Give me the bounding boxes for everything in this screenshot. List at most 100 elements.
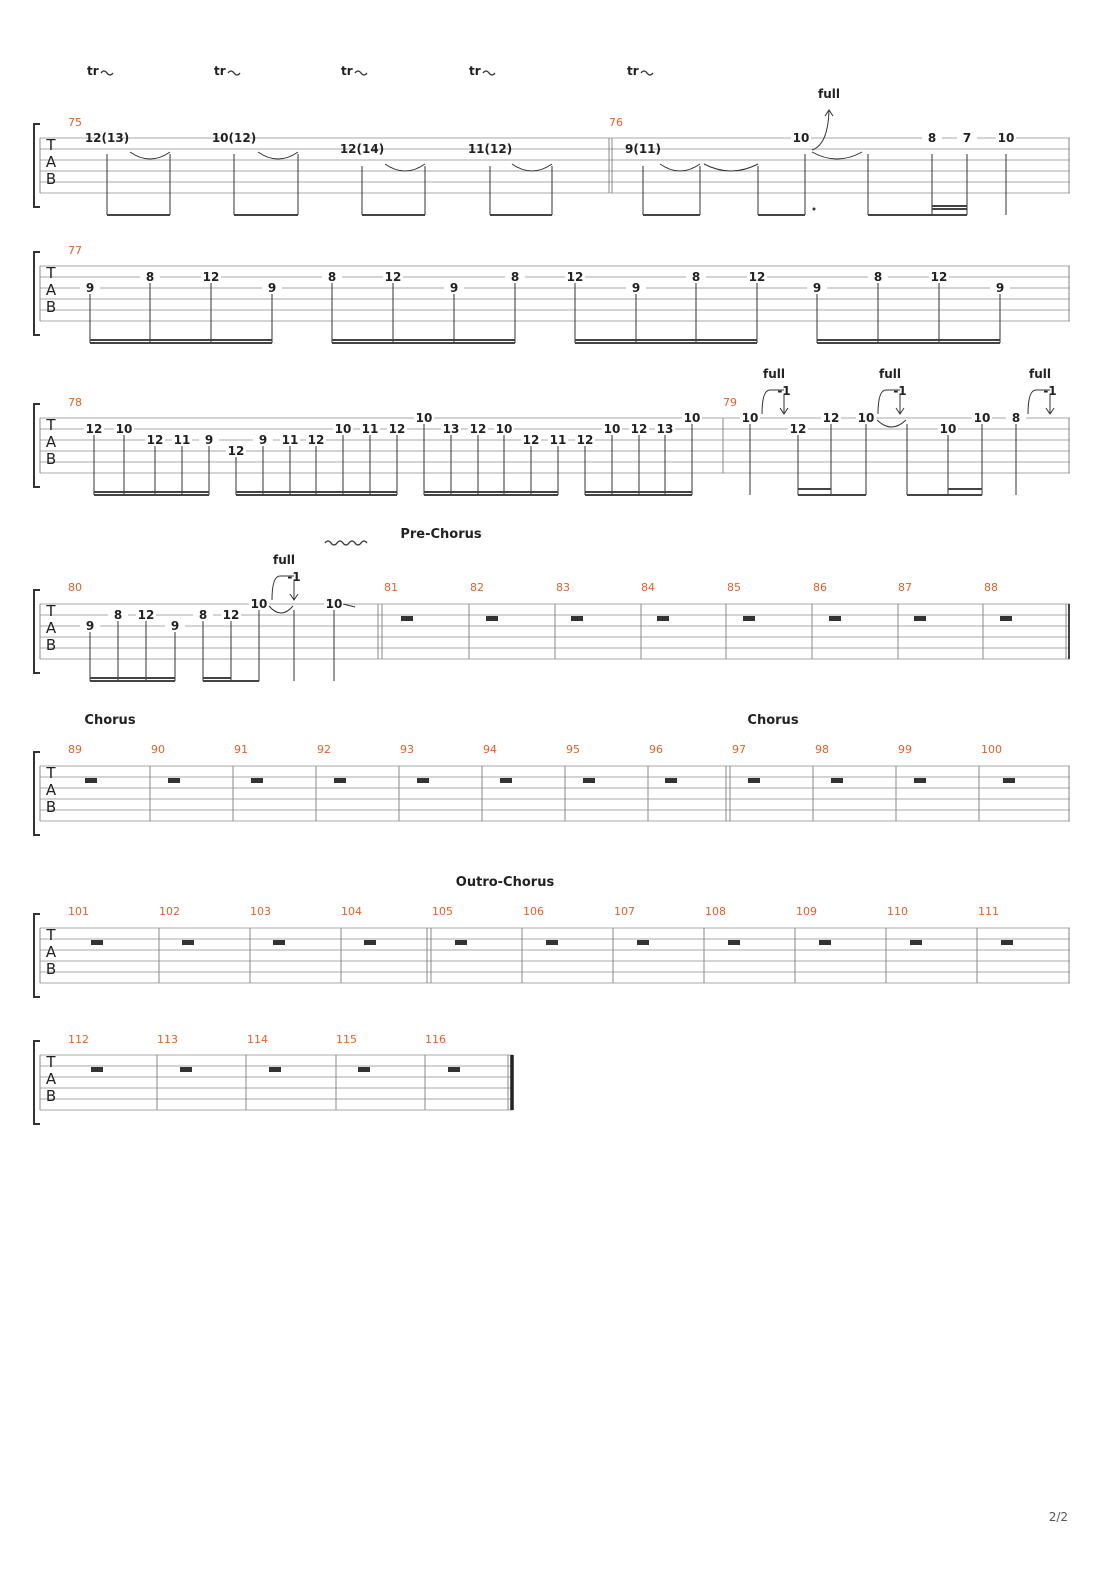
measure-rest bbox=[571, 616, 583, 621]
tie-arc bbox=[811, 151, 863, 160]
measure-rest bbox=[168, 778, 180, 783]
note-background bbox=[626, 282, 646, 294]
bend-arrowhead bbox=[824, 109, 834, 117]
measure-rest bbox=[1001, 940, 1013, 945]
tab-note: 10 bbox=[326, 597, 343, 611]
tab-note: 11 bbox=[174, 433, 191, 447]
measure-number: 93 bbox=[400, 743, 414, 756]
measure-rest bbox=[637, 940, 649, 945]
note-background bbox=[80, 620, 100, 632]
bend-release-label: -1 bbox=[893, 384, 906, 398]
measure-rest bbox=[334, 778, 346, 783]
measure-rest bbox=[91, 940, 103, 945]
bend-curve bbox=[271, 575, 281, 601]
tab-note: 9 bbox=[632, 281, 640, 295]
tab-note: 8 bbox=[1012, 411, 1020, 425]
measure-number: 99 bbox=[898, 743, 912, 756]
tab-note: 12 bbox=[790, 422, 807, 436]
note-background bbox=[444, 282, 464, 294]
measure-number: 81 bbox=[384, 581, 398, 594]
measure-number: 101 bbox=[68, 905, 89, 918]
tab-note: 10 bbox=[858, 411, 875, 425]
measure-rest bbox=[1000, 616, 1012, 621]
tab-note: 12 bbox=[86, 422, 103, 436]
tab-note: 8 bbox=[146, 270, 154, 284]
measure-number: 108 bbox=[705, 905, 726, 918]
measure-rest bbox=[829, 616, 841, 621]
measure-number: 115 bbox=[336, 1033, 357, 1046]
measure-rest bbox=[269, 1067, 281, 1072]
measure-number: 106 bbox=[523, 905, 544, 918]
measure-number: 77 bbox=[68, 244, 82, 257]
note-background bbox=[322, 271, 342, 283]
tab-note: 12 bbox=[823, 411, 840, 425]
tab-note: 10 bbox=[998, 131, 1015, 145]
tab-note: 12 bbox=[523, 433, 540, 447]
tab-clef-t: T bbox=[45, 136, 56, 154]
note-background bbox=[602, 423, 622, 435]
tab-note: 12 bbox=[577, 433, 594, 447]
tab-note: 9(11) bbox=[625, 142, 661, 156]
trill-wave bbox=[100, 70, 114, 76]
tab-clef-b: B bbox=[46, 450, 56, 468]
note-background bbox=[253, 434, 273, 446]
measure-number: 83 bbox=[556, 581, 570, 594]
measure-rest bbox=[85, 778, 97, 783]
measure-number: 102 bbox=[159, 905, 180, 918]
tab-clef-a: A bbox=[46, 781, 57, 799]
tab-note: 13 bbox=[443, 422, 460, 436]
note-background bbox=[821, 412, 841, 424]
note-background bbox=[468, 423, 488, 435]
note-background bbox=[791, 132, 811, 144]
tab-note: 12 bbox=[385, 270, 402, 284]
tab-clef-a: A bbox=[46, 153, 57, 171]
tab-note: 9 bbox=[813, 281, 821, 295]
tab-note: 8 bbox=[511, 270, 519, 284]
measure-rest bbox=[743, 616, 755, 621]
tab-note: 12 bbox=[308, 433, 325, 447]
note-background bbox=[575, 434, 595, 446]
note-background bbox=[740, 412, 760, 424]
tab-note: 10 bbox=[742, 411, 759, 425]
note-background bbox=[145, 434, 165, 446]
release-arrowhead bbox=[289, 593, 299, 601]
measure-rest bbox=[273, 940, 285, 945]
trill-mark: tr bbox=[214, 64, 226, 78]
tie-arc bbox=[129, 151, 171, 160]
measure-number: 98 bbox=[815, 743, 829, 756]
tab-note: 8 bbox=[328, 270, 336, 284]
measure-rest bbox=[910, 940, 922, 945]
bend-curve bbox=[811, 109, 830, 151]
note-background bbox=[324, 598, 344, 610]
page-number: 2/2 bbox=[1048, 1510, 1068, 1524]
tab-clef-b: B bbox=[46, 960, 56, 978]
measure-rest bbox=[358, 1067, 370, 1072]
release-arrowhead bbox=[895, 407, 905, 415]
note-background bbox=[629, 423, 649, 435]
note-background bbox=[494, 423, 514, 435]
measure-number: 109 bbox=[796, 905, 817, 918]
note-background bbox=[548, 434, 568, 446]
note-background bbox=[922, 132, 942, 144]
tab-note: 9 bbox=[205, 433, 213, 447]
note-background bbox=[201, 271, 221, 283]
note-background bbox=[788, 423, 808, 435]
system-bracket bbox=[33, 403, 40, 488]
tab-clef-b: B bbox=[46, 798, 56, 816]
tab-note: 8 bbox=[692, 270, 700, 284]
system-bracket bbox=[33, 913, 40, 998]
note-background bbox=[84, 423, 104, 435]
tab-note: 11 bbox=[362, 422, 379, 436]
tab-note: 9 bbox=[171, 619, 179, 633]
measure-number: 113 bbox=[157, 1033, 178, 1046]
tab-note: 9 bbox=[996, 281, 1004, 295]
note-background bbox=[414, 412, 434, 424]
note-background bbox=[383, 271, 403, 283]
tab-note: 11 bbox=[282, 433, 299, 447]
tab-note: 10(12) bbox=[212, 131, 256, 145]
measure-rest bbox=[448, 1067, 460, 1072]
measure-number: 112 bbox=[68, 1033, 89, 1046]
tab-note: 12(14) bbox=[340, 142, 384, 156]
tab-note: 12 bbox=[567, 270, 584, 284]
